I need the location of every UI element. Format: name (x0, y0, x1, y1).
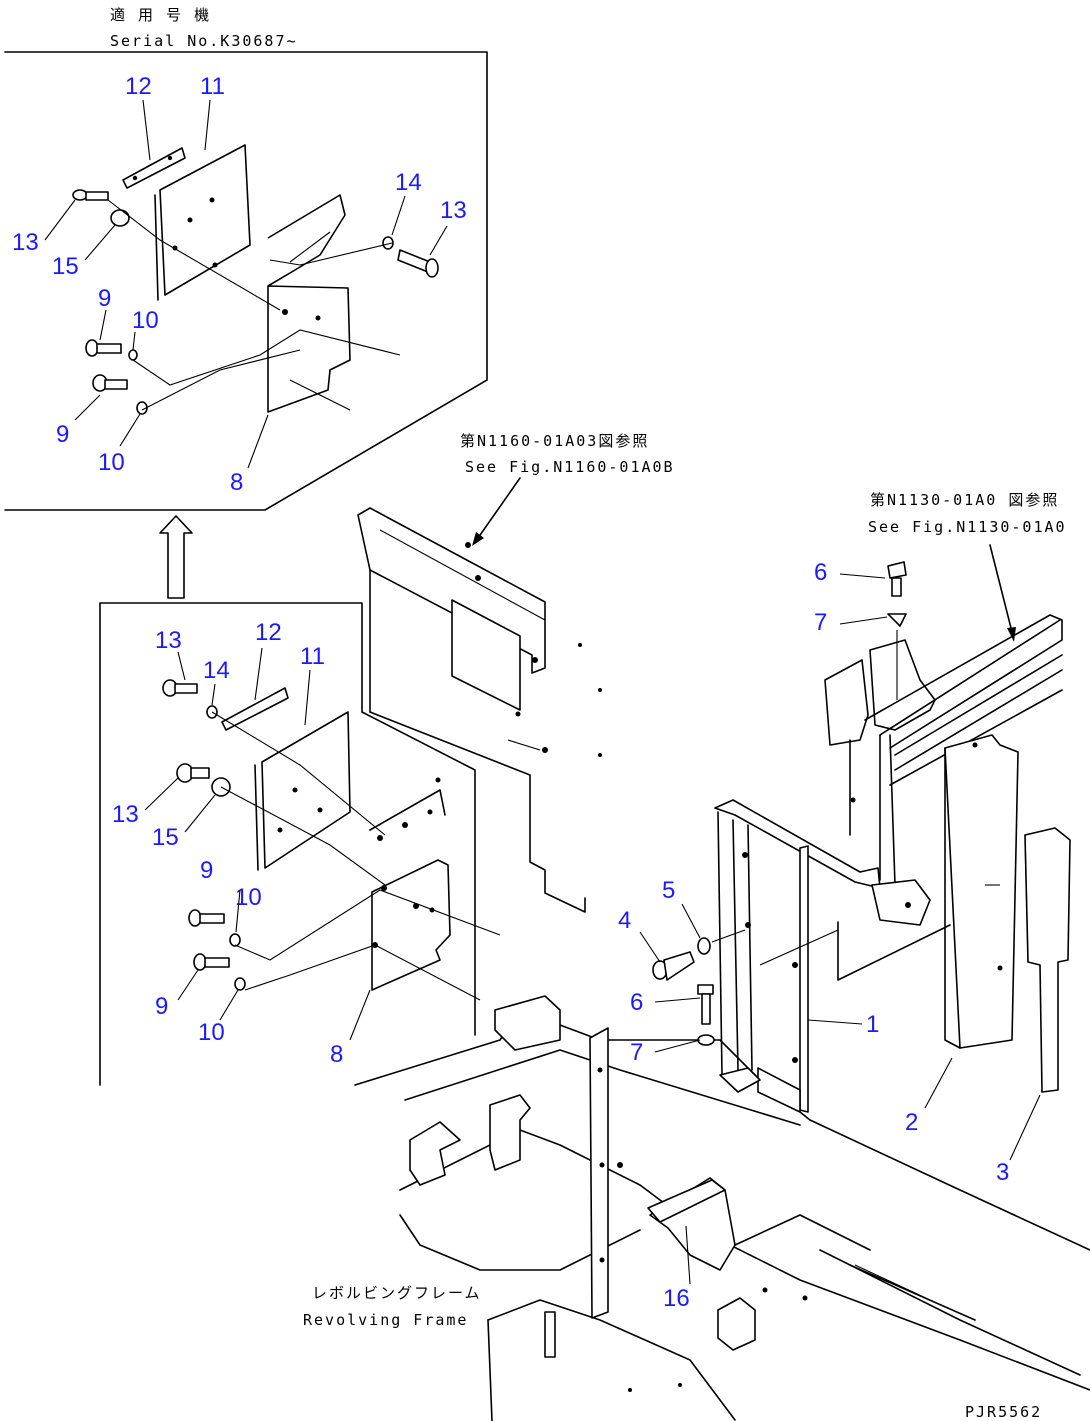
vertical-post (589, 1027, 609, 1319)
callout-3: 3 (996, 1159, 1009, 1186)
radiator-stay (824, 614, 1063, 926)
callout-2: 2 (905, 1109, 918, 1136)
inset-washer-10-a (128, 349, 138, 361)
inset-callout-leaders (44, 99, 448, 469)
callout-5: 5 (662, 877, 675, 904)
main-bolt-9-b (193, 953, 230, 971)
inset-bolt-9-a (85, 339, 122, 357)
inset-bolt-9-b (92, 374, 128, 392)
callout-6: 6 (814, 559, 827, 586)
main-leader-lines (211, 711, 501, 1001)
callout-10: 10 (98, 449, 125, 476)
bolt-6-upper (887, 561, 907, 597)
inset-washer-14 (382, 236, 394, 250)
callout-4: 4 (618, 907, 631, 934)
main-bolt-13-a (162, 679, 198, 697)
ref-right-en: See Fig.N1130-01A0 (868, 518, 1067, 536)
callout-9: 9 (56, 421, 69, 448)
figure-code: PJR5562 (965, 1403, 1042, 1421)
main-right-callout-leaders (639, 573, 1041, 1285)
inset-bracket-12 (122, 147, 186, 189)
inset-plate-11 (154, 144, 251, 301)
callout-11: 11 (300, 643, 325, 670)
callout-6: 6 (630, 989, 643, 1016)
inset-washer-15 (110, 209, 130, 227)
callout-10: 10 (198, 1019, 225, 1046)
ref-right-jp: 第N1130-01A0 図参照 (870, 491, 1059, 509)
inset-bolt-13-left (72, 189, 109, 201)
inset-frame (4, 51, 488, 511)
callout-8: 8 (330, 1041, 343, 1068)
inset-bolt-13-right (397, 249, 439, 278)
callout-15: 15 (52, 253, 79, 280)
main-bolt-13-b (176, 763, 210, 783)
callout-9: 9 (98, 285, 111, 312)
part-16-bracket (647, 1179, 726, 1223)
callout-12: 12 (125, 73, 152, 100)
callout-14: 14 (203, 657, 230, 684)
bolt-4 (652, 951, 695, 981)
ref-top-jp: 第N1160-01A03図参照 (460, 432, 649, 450)
ref-top-arrowhead (472, 532, 484, 546)
ref-top-arrow (477, 477, 521, 539)
inset-note-jp: 適 用 号 機 (110, 6, 211, 24)
callout-9: 9 (155, 993, 168, 1020)
upper-radiator-panel (357, 507, 602, 913)
frame-label-jp: レボルビングフレーム (312, 1284, 482, 1302)
callout-9: 9 (200, 857, 213, 884)
part-2-side-cover (944, 734, 1019, 1049)
inset-leader-lines (107, 199, 401, 411)
callout-13: 13 (440, 197, 467, 224)
callout-10: 10 (132, 307, 159, 334)
main-washer-10-a (229, 933, 241, 947)
washer-7-upper (887, 613, 907, 627)
main-left-frame (99, 602, 476, 1086)
callout-13: 13 (155, 627, 182, 654)
callout-7: 7 (630, 1039, 643, 1066)
main-bolt-9-a (188, 909, 225, 927)
inset-cover-8 (267, 194, 351, 413)
main-bracket-12 (221, 687, 289, 731)
main-callout-leaders (144, 647, 371, 1041)
revolving-frame (354, 995, 1090, 1421)
main-cover-8 (369, 777, 451, 991)
main-washer-10-b (234, 977, 246, 991)
callout-16: 16 (663, 1285, 690, 1312)
callout-13: 13 (112, 801, 139, 828)
ref-right-arrow (989, 544, 1013, 633)
callout-14: 14 (395, 169, 422, 196)
inset-note-en: Serial No.K30687~ (110, 32, 298, 50)
callout-1: 1 (866, 1011, 879, 1038)
bolt-6-lower (697, 984, 714, 1025)
bolt-4-axis (711, 929, 746, 943)
washer-7-lower (697, 1034, 715, 1046)
washer-5 (697, 937, 711, 955)
part-3-rail (1024, 827, 1071, 1093)
callout-11: 11 (200, 73, 225, 100)
ref-right-arrowhead (1007, 627, 1016, 642)
callout-12: 12 (255, 619, 282, 646)
main-plate-11 (254, 711, 351, 871)
part-1-frame (714, 799, 951, 1113)
callout-7: 7 (814, 609, 827, 636)
callout-8: 8 (230, 469, 243, 496)
ref-top-en: See Fig.N1160-01A0B (465, 458, 675, 476)
frame-label-en: Revolving Frame (303, 1311, 468, 1329)
callout-13: 13 (12, 229, 39, 256)
up-arrow (159, 515, 193, 599)
callout-15: 15 (152, 824, 179, 851)
